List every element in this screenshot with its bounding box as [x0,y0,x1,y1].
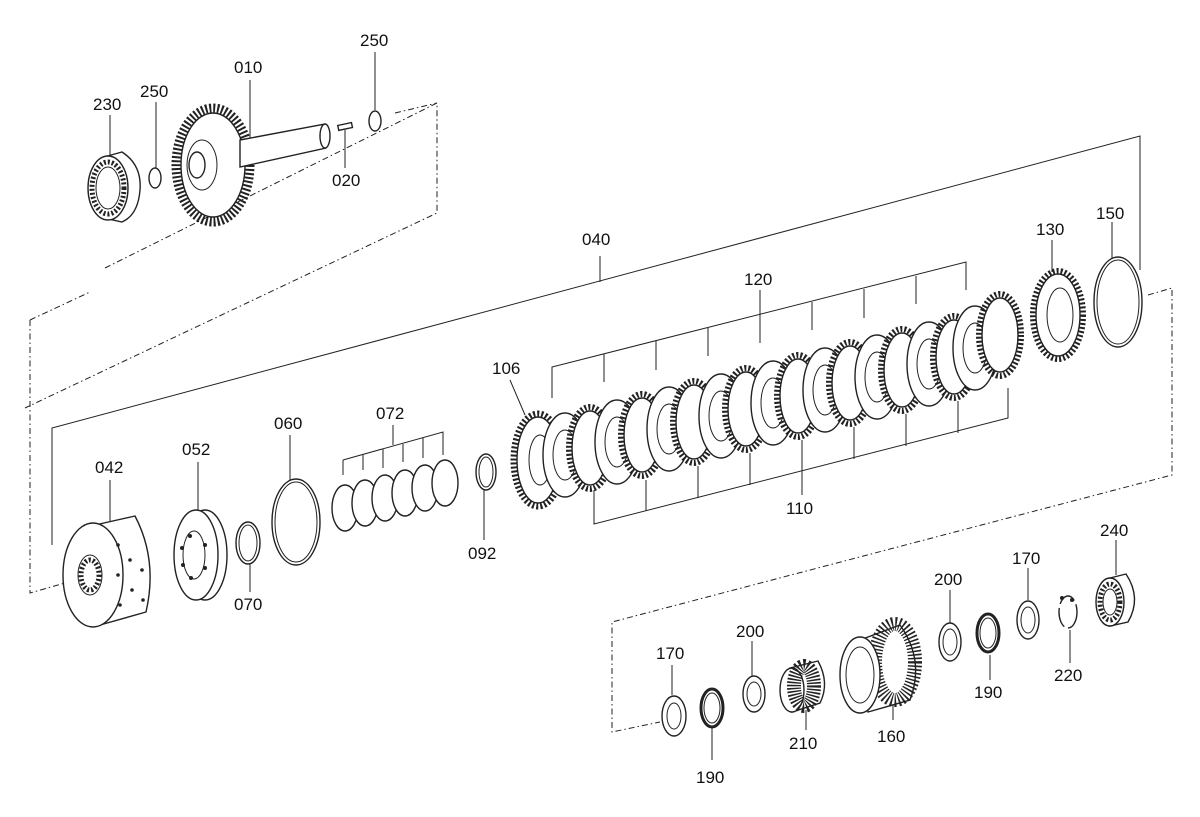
part-130-disc [1030,268,1086,362]
part-250-ring-left [148,167,162,189]
label-110: 110 [786,499,813,518]
part-072-springs [331,459,459,532]
label-106: 106 [492,359,520,378]
label-250-top: 250 [360,31,388,50]
label-250-left: 250 [140,82,168,101]
part-220-snap-ring [1058,595,1078,629]
label-210: 210 [789,734,817,753]
part-092-ring [475,453,497,491]
label-130: 130 [1036,220,1064,239]
part-160-gear-hub [839,617,922,714]
label-170-left: 170 [656,644,684,663]
label-150: 150 [1096,204,1124,223]
label-170-right: 170 [1012,549,1040,568]
label-052: 052 [182,440,210,459]
label-120: 120 [744,270,772,289]
part-230-bearing [87,151,141,223]
part-170-washer-right [1016,600,1040,640]
part-010-gear-shaft [171,103,331,227]
part-210-needle-bearing [779,659,826,713]
label-200-left: 200 [736,622,764,641]
label-160: 160 [877,727,905,746]
label-072: 072 [376,404,404,423]
part-200-washer-left [742,675,766,713]
label-190-right: 190 [974,683,1002,702]
part-170-washer-left [661,695,687,737]
part-042-housing [62,515,151,628]
label-200-right: 200 [934,570,962,589]
part-250-ring-top [368,110,382,132]
part-052-piston [173,509,228,601]
part-240-bearing [1095,573,1136,627]
part-labels: 010 250 250 230 020 040 042 052 060 070 … [93,31,1128,787]
label-060: 060 [274,414,302,433]
part-070-ring [235,521,261,565]
part-190-ring-left [699,687,725,729]
part-060-ring [271,478,321,566]
label-070: 070 [234,595,262,614]
part-020-key [336,121,354,132]
label-042: 042 [95,458,123,477]
label-190-left: 190 [696,768,724,787]
label-092: 092 [468,544,496,563]
label-040: 040 [582,230,610,249]
label-020: 020 [332,171,360,190]
part-150-ring [1093,256,1143,348]
part-190-ring-right [975,612,1001,654]
assembly-boundaries [24,102,1173,733]
clutch-disc-pack-110-120 [542,291,1024,498]
label-010: 010 [234,58,262,77]
leader-lines [51,52,1141,760]
label-220: 220 [1054,666,1082,685]
label-240: 240 [1100,521,1128,540]
label-230: 230 [93,95,121,114]
part-200-washer-right [938,622,962,662]
